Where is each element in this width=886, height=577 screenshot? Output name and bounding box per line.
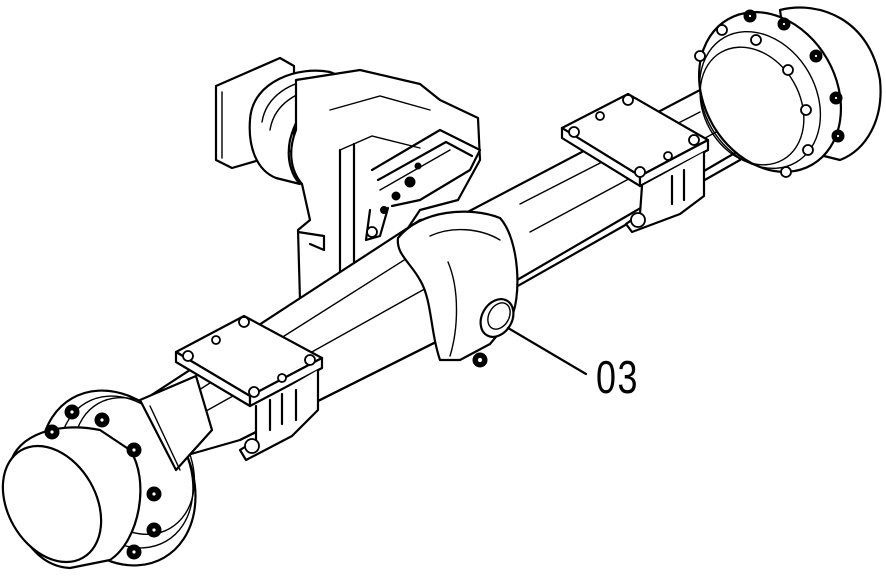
callout-leader-line <box>506 326 588 376</box>
hub-face <box>1 444 103 564</box>
left-wheel-hub <box>1 374 214 570</box>
left-mount-pad <box>174 314 324 462</box>
center-housing <box>396 210 519 368</box>
right-wheel-hub <box>694 6 882 178</box>
input-carrier <box>214 56 482 302</box>
right-mount-pad <box>560 92 710 234</box>
housing-plug <box>479 298 515 338</box>
callout-label-03: 03 <box>596 351 640 403</box>
